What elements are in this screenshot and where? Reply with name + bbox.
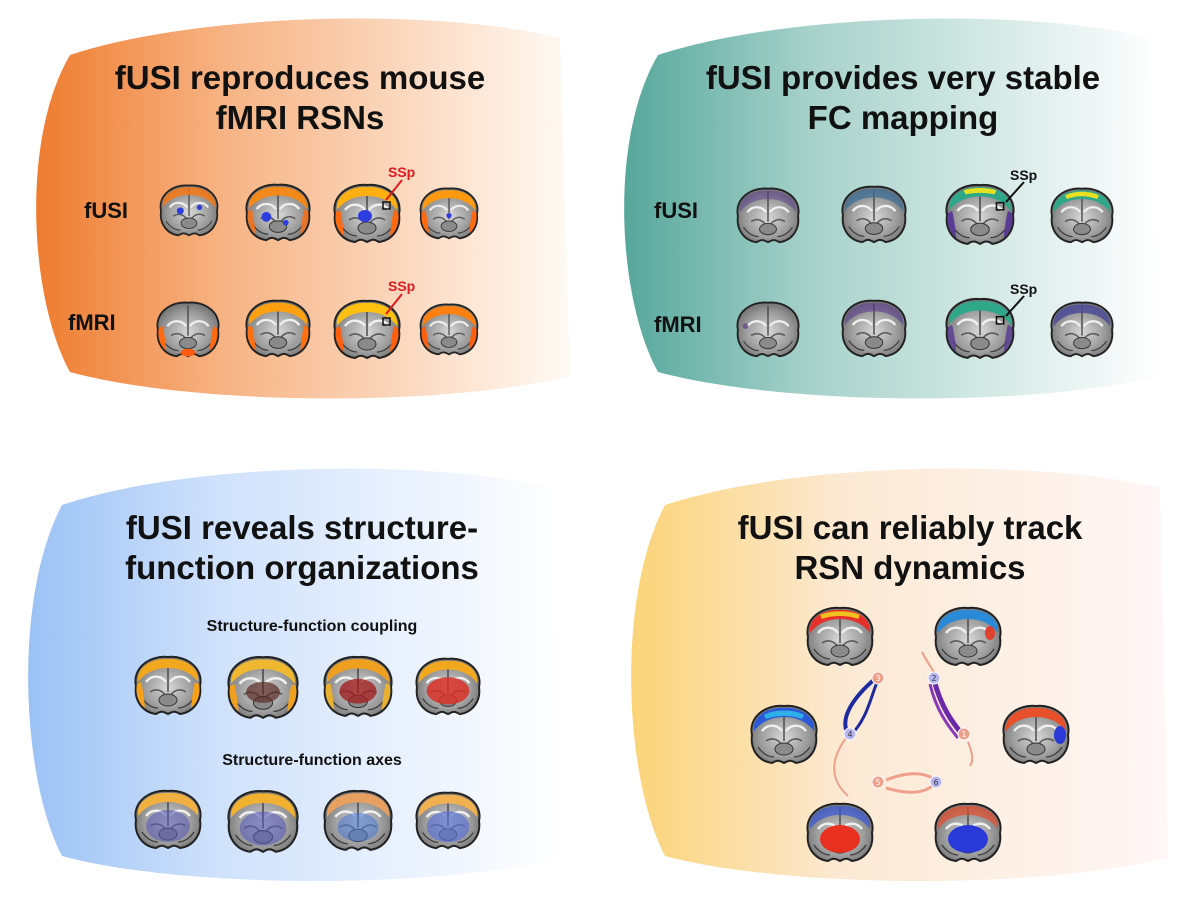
brain-slice <box>316 786 400 854</box>
transition-arrows: 3 2 4 1 5 6 <box>833 651 974 797</box>
transition-arc-1-2 <box>928 683 960 739</box>
bottom-right-title-line1: fUSI can reliably track <box>737 509 1083 546</box>
brain-slice <box>128 786 208 852</box>
svg-text:1: 1 <box>961 730 966 739</box>
top-left-annotation-fmri: SSp <box>388 278 416 294</box>
top-left-title: fUSI reproduces mouse fMRI RSNs <box>80 58 520 138</box>
structure-function-coupling-label: Structure-function coupling <box>206 618 418 635</box>
state-node-3: 3 <box>871 671 885 685</box>
brain-slice <box>220 786 306 856</box>
top-left-row1-label: fUSI <box>84 198 128 223</box>
brain-slice <box>408 654 488 718</box>
bottom-left-title: fUSI reveals structure- function organiz… <box>72 508 532 588</box>
bottom-right-title-line2: RSN dynamics <box>794 549 1026 586</box>
brain-slice <box>414 300 484 358</box>
brain-slice <box>834 296 914 360</box>
top-left-row2-label: fMRI <box>68 310 116 335</box>
top-left-annotation-fusi: SSp <box>388 164 416 180</box>
top-right-title-line2: FC mapping <box>807 99 999 136</box>
brain-slice <box>414 184 484 242</box>
svg-text:4: 4 <box>847 730 852 739</box>
state-node-5: 5 <box>871 775 885 789</box>
transition-arc-5-6 <box>885 772 933 782</box>
brain-slice <box>744 700 824 768</box>
brain-slice <box>730 184 806 246</box>
state-node-6: 6 <box>929 775 943 789</box>
transition-arc-2-top <box>921 651 935 673</box>
transition-arc-1-bottom <box>967 741 974 767</box>
brain-slice <box>928 798 1008 866</box>
ssp-pointer-fusi <box>1005 181 1025 203</box>
transition-arc-4-3-return <box>833 737 849 797</box>
brain-slice <box>238 296 318 360</box>
brain-slice <box>408 788 488 852</box>
top-left-title-line1: fUSI reproduces mouse <box>114 59 486 96</box>
brain-slice <box>154 180 224 240</box>
top-right-title-line1: fUSI provides very stable <box>705 59 1101 96</box>
transition-arc-3-4 <box>843 676 878 735</box>
top-right-annotation-fusi: SSp <box>1010 167 1038 183</box>
panel-bg-bottom-right <box>631 468 1168 882</box>
ssp-pointer-fmri <box>1005 295 1025 317</box>
ssp-pointer-fusi <box>385 179 403 201</box>
bottom-right-title: fUSI can reliably track RSN dynamics <box>680 508 1140 588</box>
svg-text:5: 5 <box>875 778 880 787</box>
brain-slice <box>238 180 318 244</box>
bottom-left-title-line1: fUSI reveals structure- <box>125 509 479 546</box>
brain-slice <box>938 180 1022 248</box>
brain-slice <box>834 182 914 246</box>
top-right-row1-label: fUSI <box>654 198 698 223</box>
brain-slice <box>730 298 806 360</box>
state-node-4: 4 <box>843 727 857 741</box>
brain-slice <box>1044 298 1120 360</box>
brain-slice <box>326 296 408 362</box>
brain-slice <box>928 602 1008 670</box>
brain-slice <box>938 294 1022 362</box>
svg-text:3: 3 <box>875 674 880 683</box>
top-left-title-line2: fMRI RSNs <box>215 99 385 136</box>
brain-slice <box>800 602 880 670</box>
ssp-pointer-fmri <box>385 293 403 315</box>
svg-text:2: 2 <box>931 674 936 683</box>
brain-slice <box>1044 184 1120 246</box>
brain-slice <box>996 700 1076 768</box>
top-right-annotation-fmri: SSp <box>1010 281 1038 297</box>
svg-text:6: 6 <box>933 778 938 787</box>
top-right-title: fUSI provides very stable FC mapping <box>668 58 1138 138</box>
brain-slice <box>220 652 306 722</box>
state-node-1: 1 <box>957 727 971 741</box>
top-right-row2-label: fMRI <box>654 312 702 337</box>
brain-slice <box>326 180 408 246</box>
brain-slice <box>316 652 400 720</box>
bottom-left-title-line2: function organizations <box>125 549 479 586</box>
brain-slice <box>150 298 226 360</box>
brain-slice <box>800 798 880 866</box>
brain-slice <box>128 652 208 718</box>
transition-arc-6-5 <box>885 784 933 794</box>
state-node-2: 2 <box>927 671 941 685</box>
structure-function-axes-label: Structure-function axes <box>222 752 402 769</box>
